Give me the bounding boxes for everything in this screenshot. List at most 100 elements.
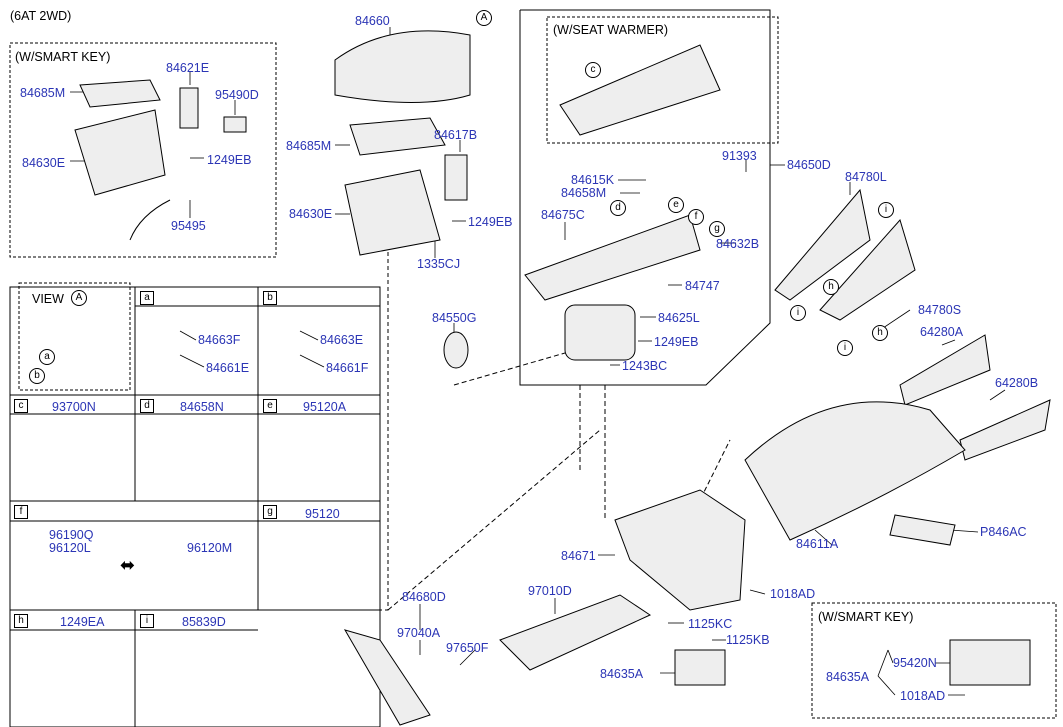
part-84635A-b[interactable]: 84635A (826, 670, 870, 684)
cell-f-part-2[interactable]: 96120L (49, 541, 91, 555)
part-84660[interactable]: 84660 (355, 14, 390, 28)
callout-c: c (585, 62, 601, 78)
part-84635A-a[interactable]: 84635A (600, 667, 644, 681)
part-84780S[interactable]: 84780S (918, 303, 962, 317)
cell-g-part[interactable]: 95120 (305, 507, 340, 521)
part-84630E-b[interactable]: 84630E (289, 207, 333, 221)
cell-h-part[interactable]: 1249EA (60, 615, 105, 629)
cup-84550G (443, 331, 469, 369)
part-91393[interactable]: 91393 (722, 149, 757, 163)
cell-f-tag: f (14, 505, 28, 519)
part-84780L[interactable]: 84780L (845, 170, 887, 184)
cell-h-tag: h (14, 614, 28, 628)
part-84650D[interactable]: 84650D (787, 158, 831, 172)
part-84663E[interactable]: 84663E (320, 333, 364, 347)
parts-grid (9, 286, 381, 727)
part-84661F[interactable]: 84661F (326, 361, 369, 375)
cell-f-part-3[interactable]: 96120M (187, 541, 233, 555)
variant-label: (6AT 2WD) (10, 9, 72, 23)
callout-f: f (688, 209, 704, 225)
armrest-a-marker: A (476, 10, 492, 26)
module-95490D (223, 116, 247, 133)
bracket-84635A-a (674, 649, 726, 686)
cell-i-tag: i (140, 614, 154, 628)
bracket-P846AC (889, 514, 956, 546)
panel-84680D (343, 629, 431, 726)
console-84671 (614, 489, 746, 611)
pad-84685M-b (349, 117, 446, 156)
callout-i-1: i (878, 202, 894, 218)
armrest-84660 (334, 30, 471, 103)
part-84621E[interactable]: 84621E (166, 61, 210, 75)
part-84685M-b[interactable]: 84685M (286, 139, 332, 153)
callout-i-3: i (837, 340, 853, 356)
part-1243BC[interactable]: 1243BC (622, 359, 668, 373)
pad-84685M-a (79, 79, 161, 108)
part-64280B[interactable]: 64280B (995, 376, 1039, 390)
callout-i-2: i (790, 305, 806, 321)
bracket-84635A-b (949, 639, 1031, 686)
part-97650F[interactable]: 97650F (446, 641, 489, 655)
part-1249EB-b[interactable]: 1249EB (468, 215, 513, 229)
part-84663F[interactable]: 84663F (198, 333, 241, 347)
cell-i-part[interactable]: 85839D (182, 615, 226, 629)
cell-e-tag: e (263, 399, 277, 413)
cupholder-84625L (564, 304, 636, 361)
smart-key-bottom-title: (W/SMART KEY) (818, 610, 914, 624)
part-84747[interactable]: 84747 (685, 279, 720, 293)
callout-g: g (709, 221, 725, 237)
bracket-84621E (179, 87, 199, 129)
part-84680D[interactable]: 84680D (402, 590, 446, 604)
cell-a-tag: a (140, 291, 154, 305)
box-84630E-b (344, 169, 441, 256)
part-95495[interactable]: 95495 (171, 219, 206, 233)
part-95490D[interactable]: 95490D (215, 88, 259, 102)
part-1335CJ[interactable]: 1335CJ (417, 257, 461, 271)
cell-c-part[interactable]: 93700N (52, 400, 96, 414)
part-64280A[interactable]: 64280A (920, 325, 964, 339)
cell-d-tag: d (140, 399, 154, 413)
part-84658M[interactable]: 84658M (561, 186, 607, 200)
part-1125KC[interactable]: 1125KC (688, 617, 733, 631)
part-P846AC[interactable]: P846AC (980, 525, 1027, 539)
part-84617B[interactable]: 84617B (434, 128, 478, 142)
console-assembly-frame (519, 9, 771, 386)
part-84671[interactable]: 84671 (561, 549, 596, 563)
seatwarmer-tray (559, 44, 721, 136)
callout-h-2: h (872, 325, 888, 341)
trim-84780L (774, 188, 871, 301)
part-84615K[interactable]: 84615K (571, 173, 615, 187)
part-84632B[interactable]: 84632B (716, 237, 760, 251)
view-a-box (18, 282, 131, 391)
cell-d-part[interactable]: 84658N (180, 400, 224, 414)
callout-h-1: h (823, 279, 839, 295)
seat-warmer-title: (W/SEAT WARMER) (553, 23, 669, 37)
part-1249EB-a[interactable]: 1249EB (207, 153, 252, 167)
console-84611A (744, 401, 966, 541)
part-84625L[interactable]: 84625L (658, 311, 700, 325)
part-84630E-a[interactable]: 84630E (22, 156, 66, 170)
part-84661E[interactable]: 84661E (206, 361, 250, 375)
part-95420N[interactable]: 95420N (893, 656, 937, 670)
panel-64280B (959, 399, 1051, 461)
seat-warmer-box (546, 16, 779, 144)
part-1249EB-c[interactable]: 1249EB (654, 335, 699, 349)
part-97040A[interactable]: 97040A (397, 626, 441, 640)
bracket-84617B (444, 154, 468, 201)
part-1125KB[interactable]: 1125KB (726, 633, 770, 647)
part-1018AD-a[interactable]: 1018AD (770, 587, 816, 601)
trim-84780S (819, 218, 916, 321)
part-97010D[interactable]: 97010D (528, 584, 572, 598)
callout-d: d (610, 200, 626, 216)
view-title: VIEW (32, 292, 64, 306)
box-84630E-a (74, 109, 166, 196)
cell-f-part-1[interactable]: 96190Q (49, 528, 94, 542)
cell-e-part[interactable]: 95120A (303, 400, 347, 414)
part-84685M-a[interactable]: 84685M (20, 86, 66, 100)
part-1018AD-b[interactable]: 1018AD (900, 689, 946, 703)
part-84675C[interactable]: 84675C (541, 208, 585, 222)
cell-g-tag: g (263, 505, 277, 519)
part-84611A[interactable]: 84611A (796, 537, 839, 551)
part-84550G[interactable]: 84550G (432, 311, 477, 325)
